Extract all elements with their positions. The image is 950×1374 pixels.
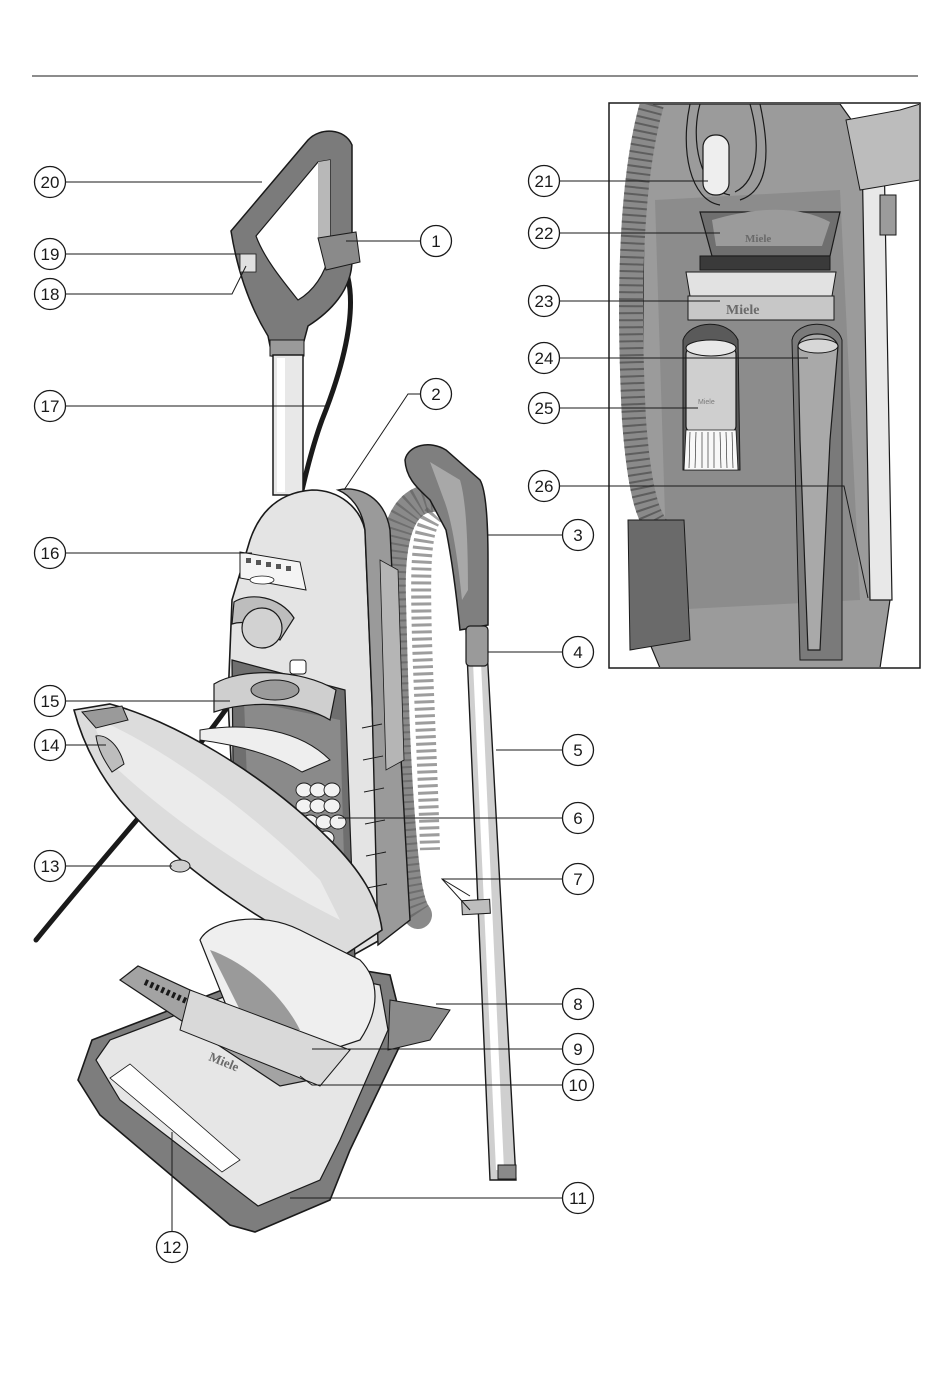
callout-18: 18 <box>35 279 66 310</box>
callout-number: 24 <box>535 349 554 368</box>
callout-number: 13 <box>41 857 60 876</box>
callout-22: 22 <box>529 218 560 249</box>
callout-3: 3 <box>563 520 594 551</box>
callout-number: 14 <box>41 736 60 755</box>
callout-12: 12 <box>157 1232 188 1263</box>
callout-number: 8 <box>573 995 582 1014</box>
callout-21: 21 <box>529 166 560 197</box>
callout-number: 10 <box>569 1076 588 1095</box>
callout-8: 8 <box>563 989 594 1020</box>
callout-17: 17 <box>35 391 66 422</box>
callout-14: 14 <box>35 730 66 761</box>
callout-15: 15 <box>35 686 66 717</box>
brand-logo-plate: Miele <box>726 303 759 318</box>
callout-13: 13 <box>35 851 66 882</box>
callout-26: 26 <box>529 471 560 502</box>
callout-7: 7 <box>563 864 594 895</box>
callout-23: 23 <box>529 286 560 317</box>
callout-number: 22 <box>535 224 554 243</box>
callout-number: 25 <box>535 399 554 418</box>
callout-20: 20 <box>35 167 66 198</box>
callout-number: 15 <box>41 692 60 711</box>
callout-number: 3 <box>573 526 582 545</box>
callout-16: 16 <box>35 538 66 569</box>
brand-logo-brush: Miele <box>698 399 715 406</box>
callout-number: 23 <box>535 292 554 311</box>
callout-number: 7 <box>573 870 582 889</box>
callout-number: 11 <box>569 1189 587 1208</box>
callout-number: 17 <box>41 397 60 416</box>
callout-5: 5 <box>563 735 594 766</box>
main-vacuum-illustration: Miele <box>36 131 516 1232</box>
callout-10: 10 <box>563 1070 594 1101</box>
callout-number: 20 <box>41 173 60 192</box>
callout-number: 12 <box>163 1238 182 1257</box>
brand-logo-upper-hook: Miele <box>745 233 771 245</box>
callout-25: 25 <box>529 393 560 424</box>
callout-9: 9 <box>563 1034 594 1065</box>
callout-number: 6 <box>573 809 582 828</box>
callout-number: 18 <box>41 285 60 304</box>
callout-number: 2 <box>431 385 440 404</box>
callout-2: 2 <box>421 379 452 410</box>
rear-view-inset: Miele Miele Miele <box>609 103 920 668</box>
callout-24: 24 <box>529 343 560 374</box>
callout-number: 4 <box>573 643 582 662</box>
callout-number: 9 <box>573 1040 582 1059</box>
callout-number: 26 <box>535 477 554 496</box>
callout-4: 4 <box>563 637 594 668</box>
callout-19: 19 <box>35 239 66 270</box>
callout-11: 11 <box>563 1183 594 1214</box>
extension-wand <box>462 630 516 1180</box>
callout-number: 21 <box>535 172 554 191</box>
callout-number: 19 <box>41 245 60 264</box>
callout-6: 6 <box>563 803 594 834</box>
callout-number: 5 <box>573 741 582 760</box>
callout-number: 16 <box>41 544 60 563</box>
callout-1: 1 <box>421 226 452 257</box>
callout-number: 1 <box>431 232 440 251</box>
